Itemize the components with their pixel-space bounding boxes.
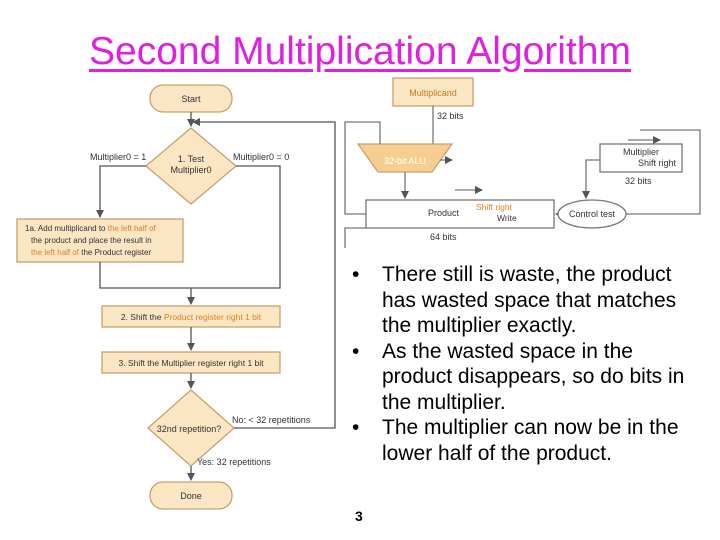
test2-label: 32nd repetition? (157, 424, 222, 434)
branch-one-label: Multiplier0 = 1 (90, 152, 146, 162)
product-label: Product (428, 208, 460, 218)
yes-label: Yes: 32 repetitions (197, 457, 271, 467)
slide-title: Second Multiplication Algorithm (89, 30, 631, 73)
flowchart-text: Start 1. Test Multiplier0 Multiplier0 = … (25, 94, 311, 501)
multiplier-label-line1: Multiplier (623, 147, 659, 157)
bullet-3-text: The multiplier can now be in the lower h… (382, 416, 679, 465)
alu (356, 143, 454, 173)
done-node (149, 481, 233, 510)
start-label: Start (181, 94, 201, 104)
product-bits: 64 bits (430, 232, 457, 242)
multiplier-bits: 32 bits (625, 176, 652, 186)
step2-label: 2. Shift the Product register right 1 bi… (121, 312, 262, 322)
control-label: Control test (569, 209, 616, 219)
multiplier-label-line2: Shift right (638, 158, 677, 168)
flowchart (16, 84, 336, 510)
step3-label: 3. Shift the Multiplier register right 1… (118, 358, 264, 368)
alu-label: 32-bit ALU (384, 156, 426, 166)
hardware-diagram (344, 77, 701, 248)
test1-diamond (144, 127, 238, 205)
hardware-text: Multiplicand 32 bits 32-bit ALU Multipli… (384, 88, 677, 242)
product-shift-label: Shift right (476, 202, 513, 212)
multiplicand-label: Multiplicand (409, 88, 457, 98)
control-test (557, 199, 627, 229)
bullet-1-text: There still is waste, the product has wa… (382, 263, 677, 337)
multiplier-register (599, 143, 683, 173)
bullet-1: •There still is waste, the product has w… (352, 263, 677, 337)
branch-zero-label: Multiplier0 = 0 (233, 152, 289, 162)
bullet-list: •There still is waste, the product has w… (338, 262, 698, 466)
bullet-2-text: As the wasted space in the product disap… (382, 339, 685, 414)
test1-label-line2: Multiplier0 (170, 165, 211, 175)
step1a-line3: the left half of the Product register (31, 248, 151, 257)
product-write-label: Write (497, 213, 517, 223)
done-label: Done (180, 491, 202, 501)
no-label: No: < 32 repetitions (232, 415, 311, 425)
step1a-line2: the product and place the result in (31, 236, 152, 245)
product-register (365, 199, 555, 229)
multiplicand-register (392, 77, 474, 107)
step1a-box (16, 218, 184, 263)
bullet-2: •As the wasted space in the product disa… (352, 339, 685, 414)
multiplicand-bits: 32 bits (437, 111, 464, 121)
bullet-3: •The multiplier can now be in the lower … (352, 416, 679, 465)
page-number: 3 (355, 508, 363, 524)
test1-label-line1: 1. Test (178, 154, 205, 164)
step1a-line1: 1a. Add multiplicand to the left half of (25, 224, 157, 233)
